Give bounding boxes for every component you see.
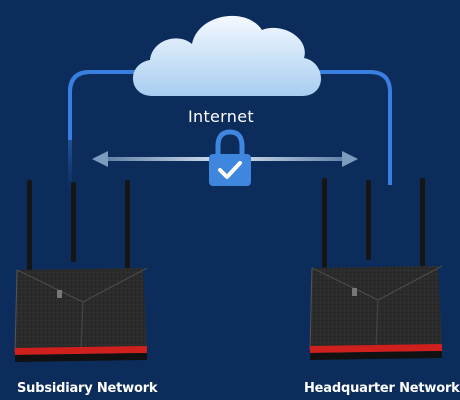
internet-label: Internet — [188, 107, 254, 126]
router-icon — [309, 177, 443, 361]
right-link-line — [300, 70, 392, 185]
cloud-icon — [132, 15, 321, 97]
headquarter-network-label: Headquarter Network — [304, 381, 460, 396]
left-link-glow — [68, 70, 150, 140]
lock-check-icon — [209, 129, 251, 186]
subsidiary-network-label: Subsidiary Network — [17, 381, 158, 396]
router-icon — [14, 179, 148, 363]
